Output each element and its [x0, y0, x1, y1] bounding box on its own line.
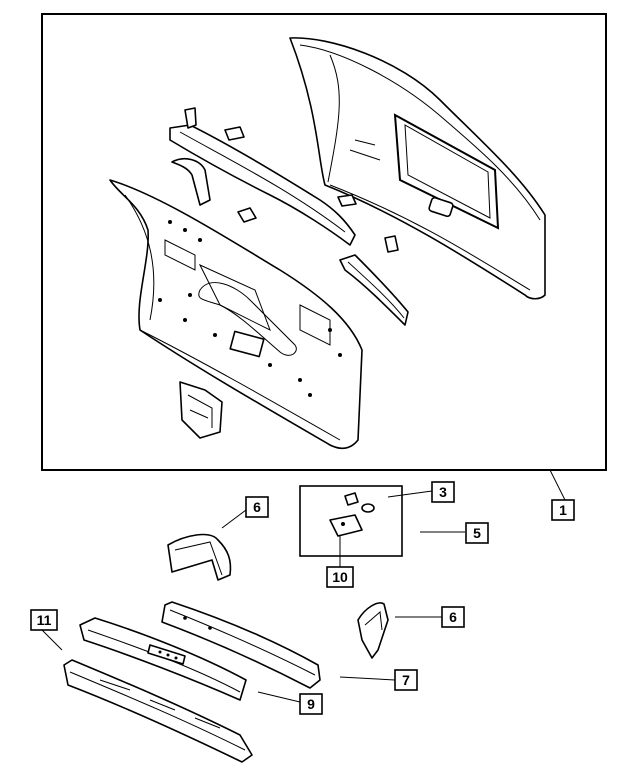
callout-label-6b: 6: [449, 609, 457, 625]
lower-center-bracket: [179, 381, 223, 439]
callout-box-6b: [441, 606, 465, 628]
bracket-part-6-left: [167, 533, 232, 581]
callout-label-11: 11: [37, 612, 52, 628]
clip-parts: [224, 126, 399, 253]
leader-line-7: [339, 676, 396, 681]
callout-box-7: [394, 669, 418, 691]
clip-nut-parts: [329, 492, 375, 537]
callout-label-1: 1: [559, 502, 567, 518]
callout-label-10: 10: [332, 569, 348, 585]
callout-box-1: [551, 499, 575, 521]
callout-label-5: 5: [473, 525, 481, 541]
callout-box-11: [30, 609, 58, 631]
callout-box-10: [326, 566, 354, 588]
subassembly-frame: [299, 485, 403, 557]
leader-line-11: [41, 629, 63, 651]
right-trim-bracket: [339, 254, 409, 326]
callout-box-3: [431, 481, 455, 503]
upper-reinforcement-rail: [169, 107, 356, 246]
callout-box-9: [299, 693, 323, 715]
bracket-part-6-right: [357, 602, 389, 659]
callout-label-3: 3: [439, 484, 447, 500]
side-bracket-upper: [171, 158, 211, 206]
callout-label-7: 7: [402, 672, 410, 688]
leader-line-6a: [221, 509, 247, 529]
callout-box-6a: [245, 496, 269, 518]
rail-part-11: [63, 659, 253, 763]
callout-label-9: 9: [307, 696, 315, 712]
callout-box-5: [465, 522, 489, 544]
rail-part-9: [79, 617, 247, 701]
liftgate-outer-panel: [289, 37, 546, 300]
leader-line-9: [257, 691, 301, 703]
leader-line-3: [387, 490, 433, 498]
callout-label-6a: 6: [253, 499, 261, 515]
assembly-frame: [41, 13, 607, 471]
rail-part-7: [161, 601, 321, 689]
leader-line-1: [549, 469, 566, 501]
liftgate-inner-panel: [109, 179, 363, 450]
